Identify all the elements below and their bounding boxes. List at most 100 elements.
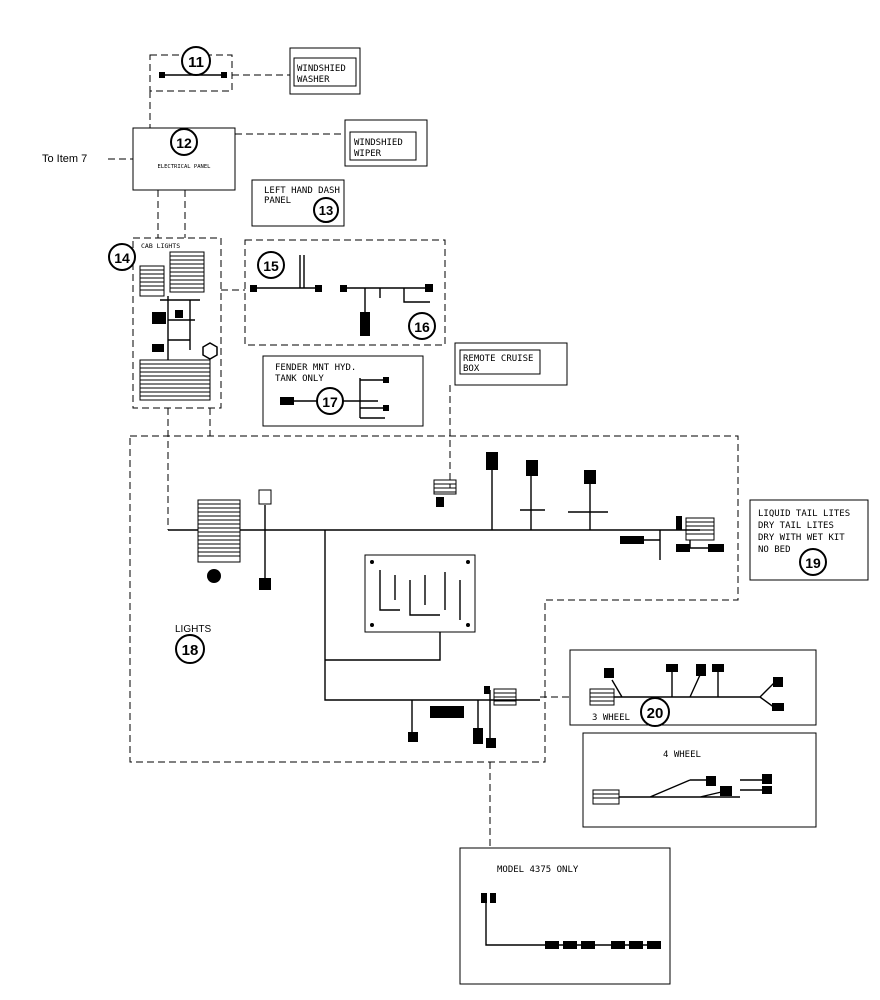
washer-harness-group: 11 WINDSHIED WASHER <box>149 46 361 95</box>
three-wheel-box <box>569 649 817 726</box>
model-connector-4 <box>611 941 625 949</box>
model-connector-5 <box>629 941 643 949</box>
three-wheel-label: 3 WHEEL <box>592 713 630 723</box>
lower-connector-3 <box>473 728 483 744</box>
tail-label-4: NO BED <box>758 545 791 555</box>
four-wheel-label: 4 WHEEL <box>663 750 701 760</box>
model-4375-group: MODEL 4375 ONLY <box>459 847 671 985</box>
top-drop-connector-4 <box>584 470 596 484</box>
fender-connector-2 <box>383 405 389 411</box>
callout-13-circle <box>313 197 339 223</box>
cab-lights-box <box>132 237 222 409</box>
callout-14-circle <box>108 243 136 271</box>
callout-15: 15 <box>263 258 279 274</box>
dash-label-2: PANEL <box>264 196 291 206</box>
main-trunk-wire <box>168 529 700 701</box>
remote-cruise-box <box>454 342 568 386</box>
windshield-wiper-inner <box>349 131 417 161</box>
top-hatched-connector <box>433 479 457 495</box>
three-wheel-wires <box>611 668 776 709</box>
cab-light-block-lower <box>139 359 211 401</box>
cab-hex-component <box>202 342 218 360</box>
three-wheel-connector-6 <box>772 703 784 711</box>
left-hand-dash-box <box>251 179 345 227</box>
callout-17-circle <box>316 387 344 415</box>
electrical-panel-group: To Item 7 12 ELECTRICAL PANEL WINDSHIED … <box>42 119 428 191</box>
cab-lights-group: CAB LIGHTS 14 <box>108 237 222 409</box>
remote-cruise-group: REMOTE CRUISE BOX <box>449 342 568 488</box>
cruise-label-2: BOX <box>463 364 480 374</box>
cab-component-2 <box>175 310 183 318</box>
fender-label-1: FENDER MNT HYD. <box>275 363 356 373</box>
four-wheel-hatched-connector <box>592 789 620 805</box>
wiper-label-2: WIPER <box>354 149 382 159</box>
board-hole-2 <box>466 560 470 564</box>
model-4375-label: MODEL 4375 ONLY <box>497 865 579 875</box>
model-connector-6 <box>647 941 661 949</box>
lights-harness-group: LIGHTS 18 <box>168 452 724 748</box>
dash-panel-group: LEFT HAND DASH PANEL 13 <box>251 179 345 227</box>
circuit-board <box>364 554 476 633</box>
item-11-box <box>149 54 233 92</box>
tail-lites-box <box>749 499 869 581</box>
callout-11-circle <box>181 46 211 76</box>
washer-label-2: WASHER <box>297 75 330 85</box>
top-drop-connector-1 <box>436 497 444 507</box>
harness-15-16-group: 15 16 <box>221 239 446 346</box>
three-wheel-connector-1 <box>604 668 614 678</box>
board-hole-3 <box>370 623 374 627</box>
fender-tank-box <box>262 355 424 427</box>
callout-14: 14 <box>114 250 130 266</box>
four-wheel-connector-1 <box>706 776 716 786</box>
callout-19-circle <box>799 548 827 576</box>
harness-15-wires <box>256 255 430 315</box>
three-wheel-connector-4 <box>712 664 724 672</box>
four-wheel-box <box>582 732 817 828</box>
harness-15-connector-e <box>425 284 433 292</box>
washer-label-1: WINDSHIED <box>297 64 346 74</box>
model-connector-2 <box>563 941 577 949</box>
cab-lights-label: CAB LIGHTS <box>141 242 180 250</box>
washer-connector-left <box>159 72 165 78</box>
model-connector-1 <box>545 941 559 949</box>
callout-15-circle <box>257 251 285 279</box>
callout-18: 18 <box>182 642 199 659</box>
lights-label: LIGHTS <box>175 624 211 635</box>
four-wheel-wires <box>619 779 765 798</box>
lower-hatched-connector <box>493 688 517 706</box>
harness-15-connector-c <box>340 285 347 292</box>
three-wheel-hatched-connector <box>589 688 615 706</box>
right-connector-2 <box>676 544 690 552</box>
four-wheel-group: 4 WHEEL <box>582 732 817 828</box>
board-hole-4 <box>466 623 470 627</box>
cab-component-1 <box>152 312 166 324</box>
right-hatched-connector <box>685 517 715 541</box>
windshield-wiper-box <box>344 119 428 167</box>
lower-connector-5 <box>484 686 490 694</box>
four-wheel-connector-2 <box>720 786 732 796</box>
model-connector-b <box>490 893 496 903</box>
callout-12-circle <box>170 128 198 156</box>
left-drop-connector-bottom <box>259 578 271 590</box>
right-connector-3 <box>708 544 724 552</box>
model-4375-box <box>459 847 671 985</box>
top-drop-connector-3 <box>526 460 538 476</box>
right-connector-small <box>676 516 682 530</box>
windshield-washer-inner <box>293 57 357 87</box>
lower-connector-4 <box>486 738 496 748</box>
fender-connector-1 <box>383 377 389 383</box>
board-hole-1 <box>370 560 374 564</box>
circuit-board-traces <box>379 570 461 620</box>
right-connector-1 <box>620 536 644 544</box>
main-connector-block <box>197 499 241 563</box>
fender-label-2: TANK ONLY <box>275 374 324 384</box>
round-connector <box>207 569 221 583</box>
top-drop-wires <box>491 470 608 530</box>
callout-20: 20 <box>647 705 664 722</box>
cruise-label-1: REMOTE CRUISE <box>463 354 533 364</box>
washer-connector-right <box>221 72 227 78</box>
model-connector-a <box>481 893 487 903</box>
four-wheel-connector-3 <box>762 774 772 784</box>
three-wheel-connector-3 <box>696 664 706 676</box>
